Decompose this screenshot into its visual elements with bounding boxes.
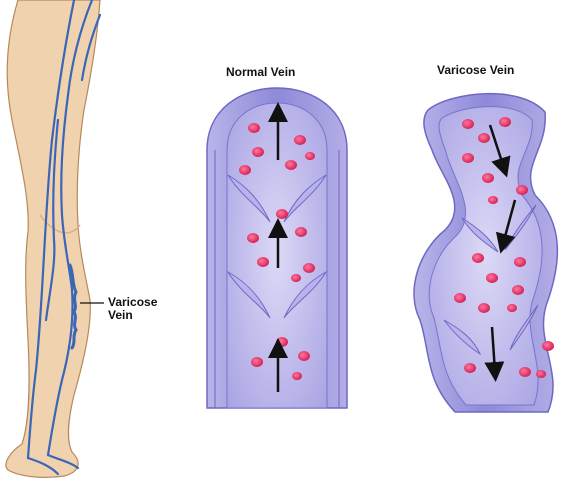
leg-illustration [6,0,104,477]
leg-label-line2: Vein [108,309,157,322]
normal-vein-diagram [207,88,347,408]
normal-vein-title: Normal Vein [226,66,295,79]
varicose-vein-title: Varicose Vein [437,64,514,77]
leg-varicose-label: Varicose Vein [108,296,157,322]
varicose-vein-lumen [429,107,542,405]
varicose-vein-diagram [414,94,557,412]
